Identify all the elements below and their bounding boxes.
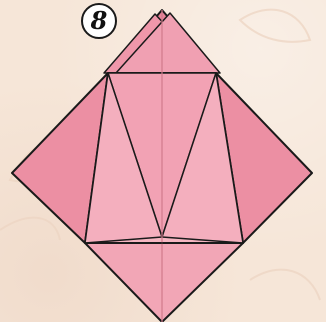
step-number-badge: 8	[81, 3, 117, 39]
bottom-point	[85, 243, 243, 322]
step-number: 8	[91, 9, 108, 33]
